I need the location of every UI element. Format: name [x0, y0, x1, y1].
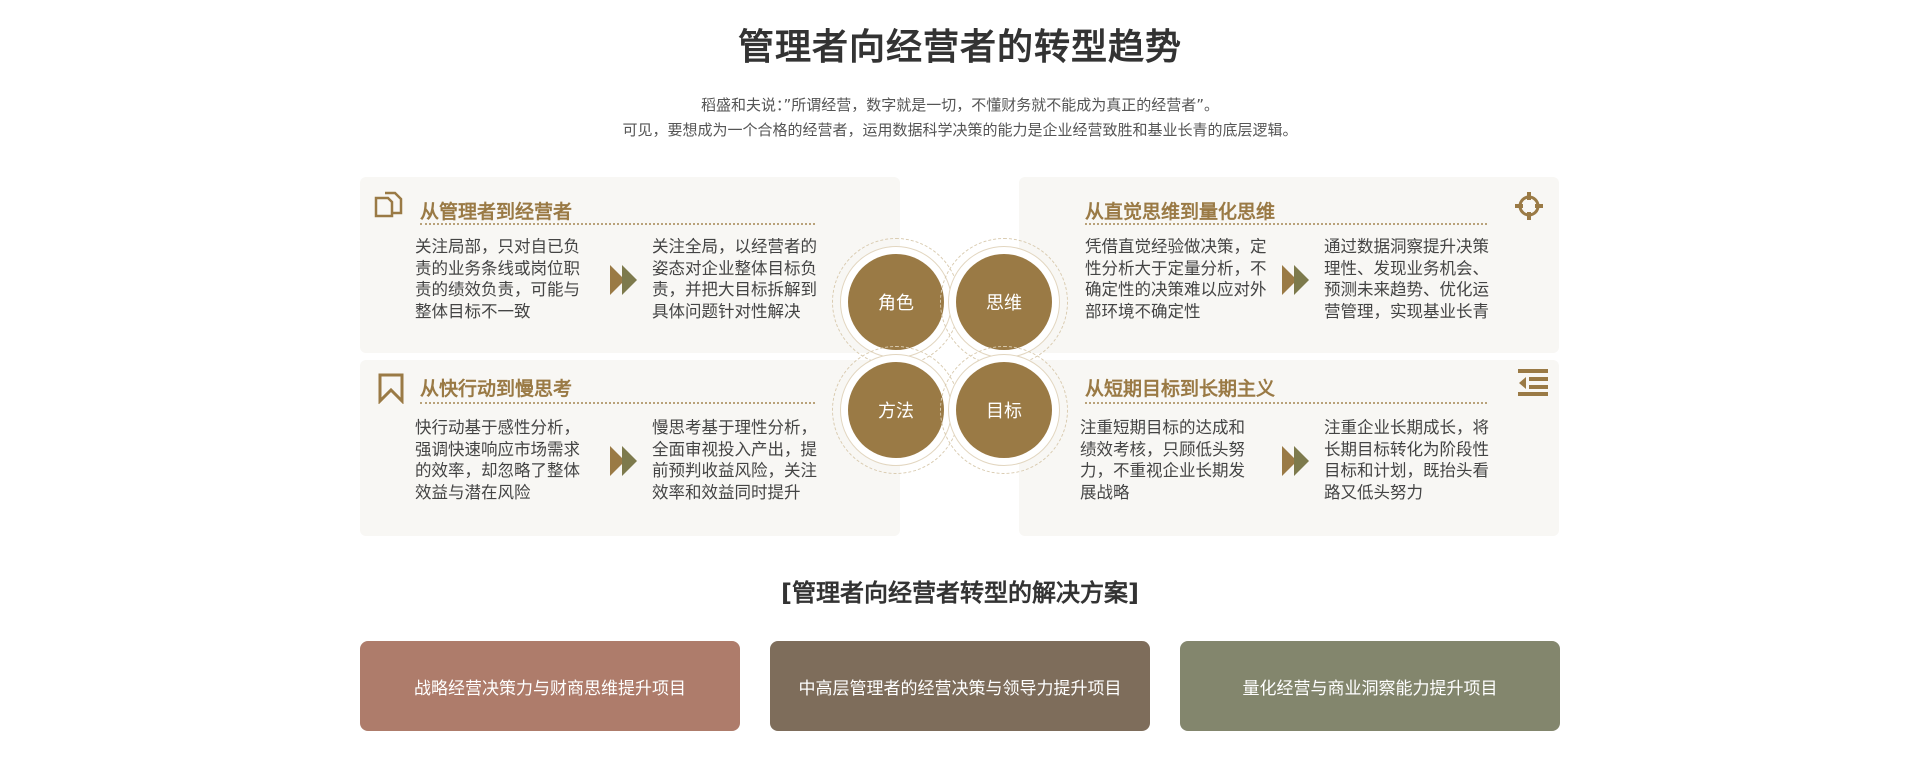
from-text: 快行动基于感性分析，强调快速响应市场需求的效率，却忽略了整体效益与潜在风险 [415, 418, 580, 502]
card-heading: 从管理者到经营者 [420, 201, 573, 223]
card-heading: 从快行动到慢思考 [420, 378, 573, 400]
solution-button-quant[interactable]: 量化经营与商业洞察能力提升项目 [1180, 641, 1560, 731]
card-heading: 从短期目标到长期主义 [1085, 378, 1276, 400]
to-text: 慢思考基于理性分析，全面审视投入产出，提前预判收益风险，关注效率和效益同时提升 [652, 418, 817, 502]
double-chevron-icon [610, 265, 637, 295]
divider [420, 223, 815, 225]
divider [1085, 402, 1487, 404]
subtitle-line-1: 稻盛和夫说：”所谓经营，数字就是一切，不懂财务就不能成为真正的经营者”。 [700, 96, 1220, 114]
double-chevron-icon [610, 446, 637, 476]
from-text: 关注局部，只对自已负责的业务条线或岗位职责的绩效负责，可能与整体目标不一致 [415, 237, 580, 321]
indent-list-icon [1518, 369, 1548, 396]
from-text: 凭借直觉经验做决策，定性分析大于定量分析，不确定性的决策难以应对外部环境不确定性 [1085, 237, 1267, 321]
solution-button-strategy[interactable]: 战略经营决策力与财商思维提升项目 [360, 641, 740, 731]
from-text: 注重短期目标的达成和绩效考核，只顾低头努力，不重视企业长期发展战略 [1080, 418, 1245, 502]
subtitle-line-2: 可见，要想成为一个合格的经营者，运用数据科学决策的能力是企业经营致胜和基业长青的… [622, 121, 1298, 139]
solutions-title: [管理者向经营者转型的解决方案] [781, 579, 1139, 607]
divider [1085, 223, 1487, 225]
card-short-to-long: 从短期目标到长期主义 注重短期目标的达成和绩效考核，只顾低头努力，不重视企业长期… [1019, 360, 1559, 536]
to-text: 注重企业长期成长，将长期目标转化为阶段性目标和计划，既抬头看路又低头努力 [1324, 418, 1489, 502]
documents-icon [374, 191, 403, 218]
crosshair-icon [1515, 192, 1543, 220]
page-title: 管理者向经营者的转型趋势 [737, 27, 1182, 68]
circle-goal: 目标 [940, 346, 1068, 474]
circle-method: 方法 [832, 346, 960, 474]
to-text: 关注全局，以经营者的姿态对企业整体目标负责，并把大目标拆解到具体问题针对性解决 [652, 237, 817, 321]
card-heading: 从直觉思维到量化思维 [1085, 201, 1276, 223]
double-chevron-icon [1282, 265, 1309, 295]
divider [420, 402, 815, 404]
circle-role: 角色 [832, 238, 960, 366]
card-intuition-to-quant: 从直觉思维到量化思维 凭借直觉经验做决策，定性分析大于定量分析，不确定性的决策难… [1019, 177, 1559, 353]
to-text: 通过数据洞察提升决策理性、发现业务机会、预测未来趋势、优化运营管理，实现基业长青 [1324, 237, 1489, 321]
bookmark-icon [378, 373, 404, 404]
card-fast-to-slow: 从快行动到慢思考 快行动基于感性分析，强调快速响应市场需求的效率，却忽略了整体效… [360, 360, 900, 536]
double-chevron-icon [1282, 446, 1309, 476]
card-manager-to-operator: 从管理者到经营者 关注局部，只对自已负责的业务条线或岗位职责的绩效负责，可能与整… [360, 177, 900, 353]
solution-button-leadership[interactable]: 中高层管理者的经营决策与领导力提升项目 [770, 641, 1150, 731]
